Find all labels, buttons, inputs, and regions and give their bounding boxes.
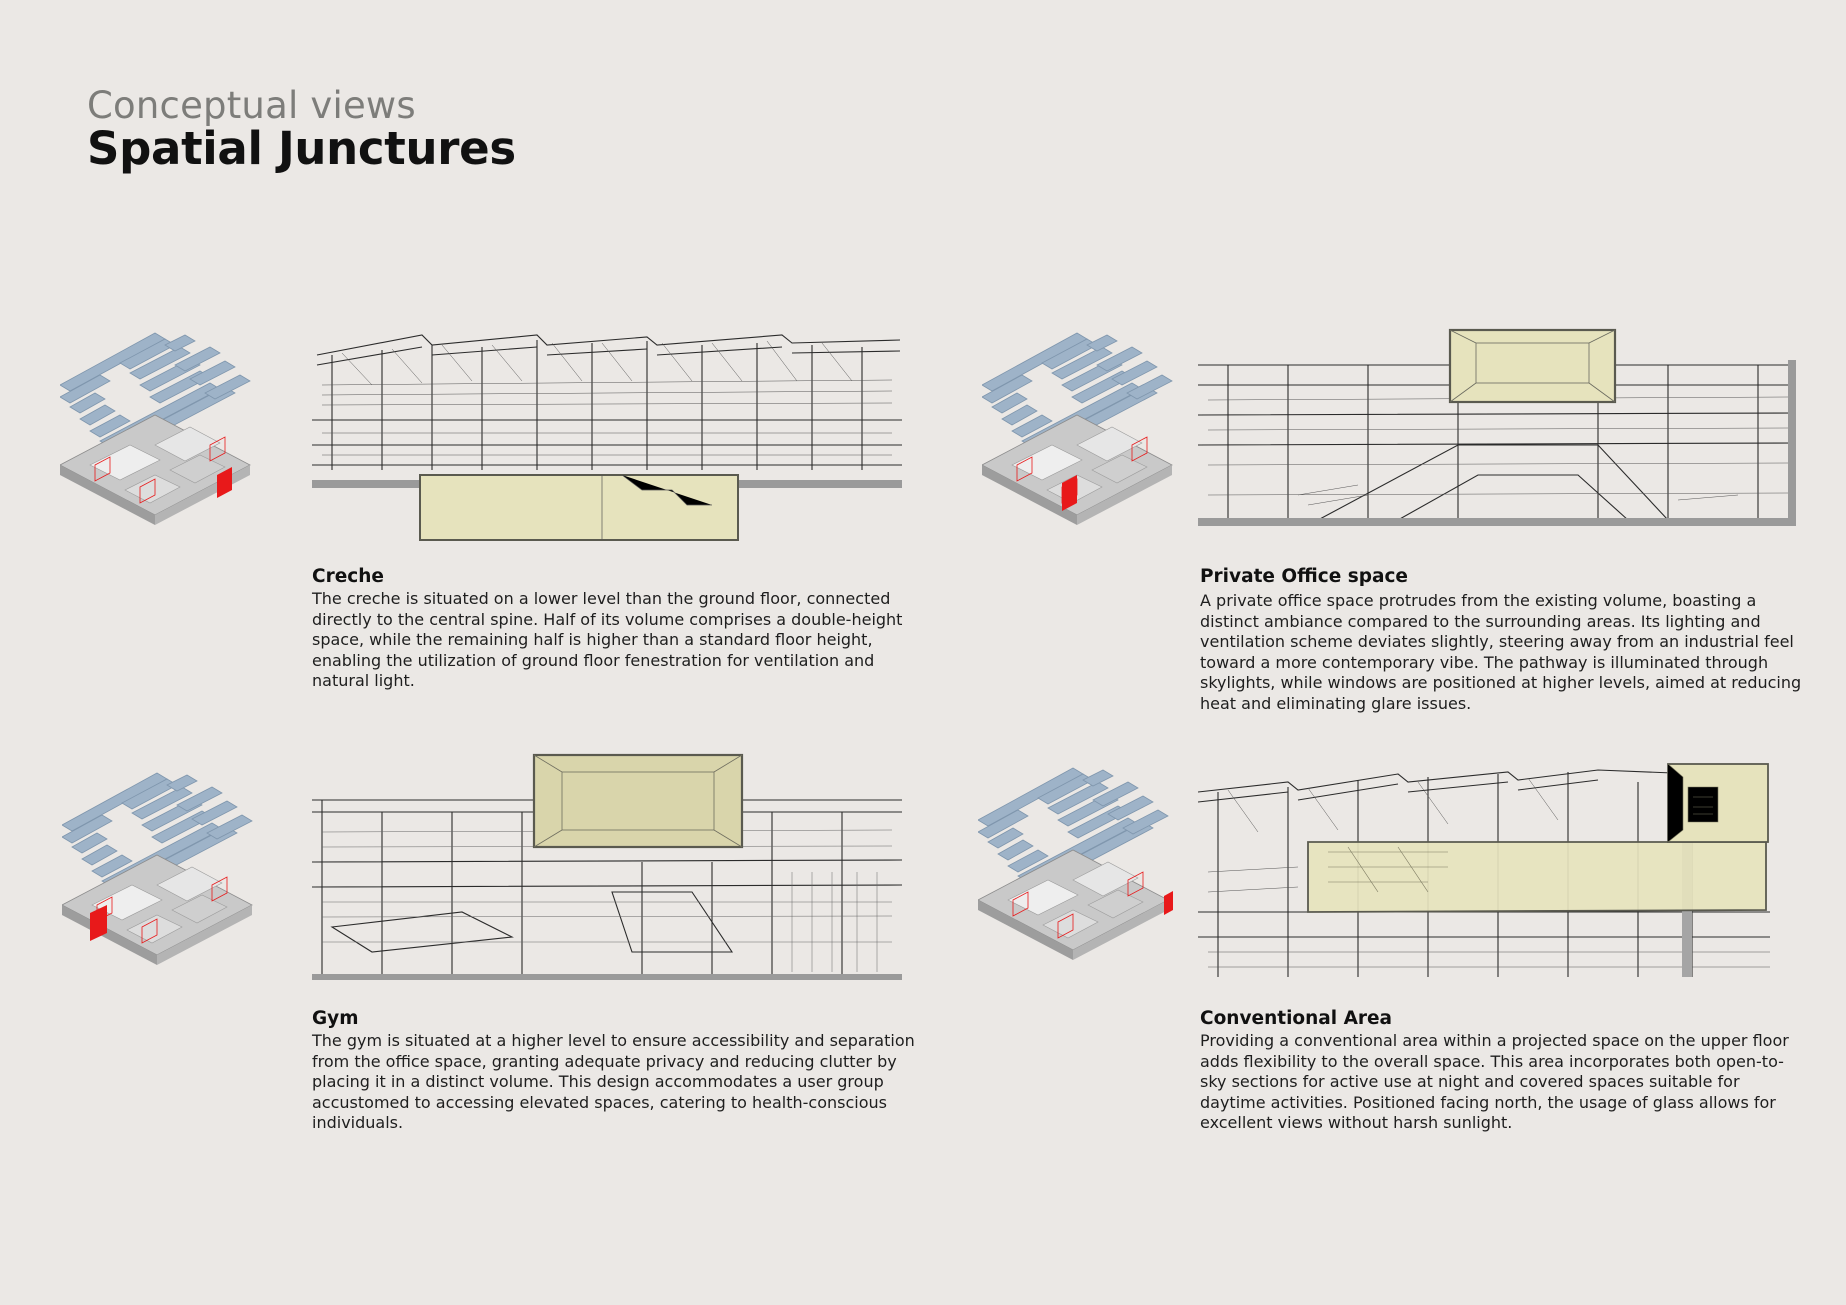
gym-title: Gym xyxy=(312,1008,359,1029)
conventional-area-volume xyxy=(1307,841,1767,913)
conventional-area-highlight-block xyxy=(1164,891,1173,915)
conventional-area-title: Conventional Area xyxy=(1200,1008,1393,1029)
creche-section-sketch xyxy=(312,334,902,541)
private-office-volume xyxy=(1448,328,1617,404)
gym-volume xyxy=(532,753,744,849)
private-office-axonometric-diagram xyxy=(982,332,1173,526)
conventional-area-description: Providing a conventional area within a p… xyxy=(1200,1031,1789,1132)
private-office-highlight-block xyxy=(1062,475,1077,511)
creche-highlight-block xyxy=(217,467,232,498)
creche-description: The creche is situated on a lower level … xyxy=(312,589,903,690)
private-office-title: Private Office space xyxy=(1200,566,1408,587)
creche-volume xyxy=(419,474,739,541)
conventional-area-axonometric-diagram xyxy=(978,767,1173,961)
gym-highlight-block xyxy=(90,905,107,941)
conventional-area-section-sketch xyxy=(1198,763,1770,977)
gym-caption: Gym The gym is situated at a higher leve… xyxy=(312,1008,917,1134)
gym-description: The gym is situated at a higher level to… xyxy=(312,1031,915,1132)
creche-caption: Creche The creche is situated on a lower… xyxy=(312,566,917,692)
creche-title: Creche xyxy=(312,566,384,587)
conventional-area-caption: Conventional Area Providing a convention… xyxy=(1200,1008,1805,1134)
page-title: Spatial Junctures xyxy=(87,122,516,175)
private-office-caption: Private Office space A private office sp… xyxy=(1200,566,1805,714)
gym-section-sketch xyxy=(312,753,902,980)
private-office-description: A private office space protrudes from th… xyxy=(1200,591,1802,713)
creche-axonometric-diagram xyxy=(60,332,251,526)
private-office-section-sketch xyxy=(1198,328,1796,526)
page-subtitle: Conceptual views xyxy=(87,84,416,127)
gym-axonometric-diagram xyxy=(62,772,253,966)
